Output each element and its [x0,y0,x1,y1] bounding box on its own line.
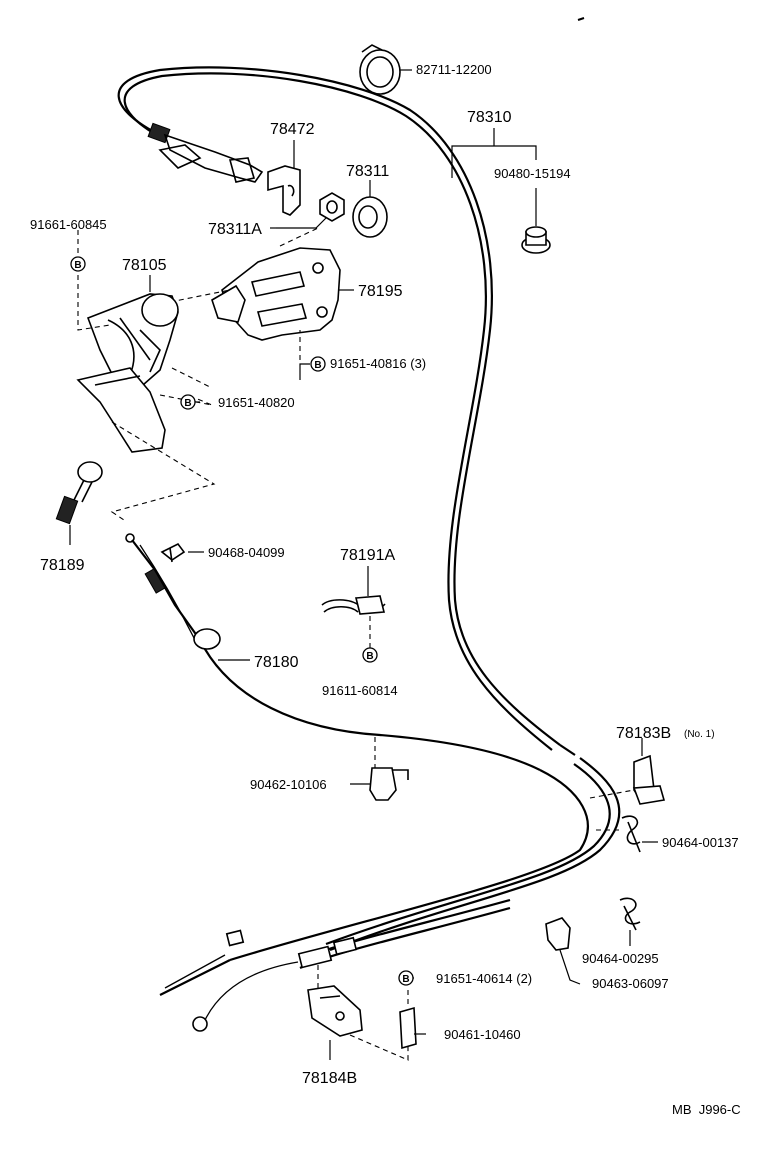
cable-78180 [125,533,541,771]
label-90464-00137: 90464-00137 [662,835,739,850]
clip-90464-00137 [596,815,658,853]
label-78183b: 78183B [616,725,671,742]
label-78310: 78310 [467,109,512,126]
cable-78310 [117,66,621,952]
label-90480-15194: 90480-15194 [494,166,571,181]
svg-text:B: B [402,974,409,985]
lever-78105 [76,275,179,453]
bracket-78472 [267,140,301,216]
label-90461-10460: 90461-10460 [444,1027,521,1042]
lower-cable-end [192,898,511,1032]
clip-90461 [399,990,426,1050]
label-91651-40816: 91651-40816 (3) [330,356,426,371]
label-78183b-note: (No. 1) [684,729,715,740]
label-91661-60845: 91661-60845 [30,217,107,232]
nut-78311a [276,192,345,229]
label-78311a: 78311A [208,221,262,238]
bracket-78195 [211,247,354,341]
clamp-90463 [545,917,581,985]
svg-text:B: B [366,651,373,662]
bracket-78184b [307,965,409,1061]
svg-text:B: B [184,398,191,409]
svg-text:B: B [314,360,321,371]
clip-78191a [321,566,386,648]
b-marker-91651-40816: B [310,356,326,372]
label-90464-00295: 90464-00295 [582,951,659,966]
label-78180: 78180 [254,654,299,671]
b-marker-91651-40614: B [398,970,414,986]
label-91651-40614: 91651-40614 (2) [436,971,532,986]
label-91611-60814: 91611-60814 [322,683,398,698]
b-marker-91611: B [362,647,378,663]
label-82711-12200: 82711-12200 [416,62,492,77]
clamp-82711 [359,44,412,95]
label-78472: 78472 [270,121,315,138]
label-78184b: 78184B [302,1070,357,1087]
label-78105: 78105 [122,257,167,274]
bracket-78183b [589,738,666,805]
label-90462-10106: 90462-10106 [250,777,327,792]
footer-code: MB J996-C [672,1102,741,1117]
label-78311: 78311 [346,163,389,180]
nut-78311 [352,180,388,238]
clamp-90462 [350,737,409,801]
b-marker-91661: B [70,256,86,272]
label-90463-06097: 90463-06097 [592,976,669,991]
clip-90468 [160,542,204,563]
label-91651-40820: 91651-40820 [218,395,295,410]
label-78195: 78195 [358,283,403,300]
cable-end-fitting [147,122,264,183]
corner-mark [577,17,585,21]
label-78191a: 78191A [340,547,395,564]
b-marker-91651-40820: B [180,394,196,410]
knob-78189 [55,461,103,545]
grommet-90480 [521,188,551,254]
svg-text:B: B [74,260,81,271]
label-90468-04099: 90468-04099 [208,545,285,560]
label-78189: 78189 [40,557,85,574]
clip-90464-00295 [619,897,641,946]
